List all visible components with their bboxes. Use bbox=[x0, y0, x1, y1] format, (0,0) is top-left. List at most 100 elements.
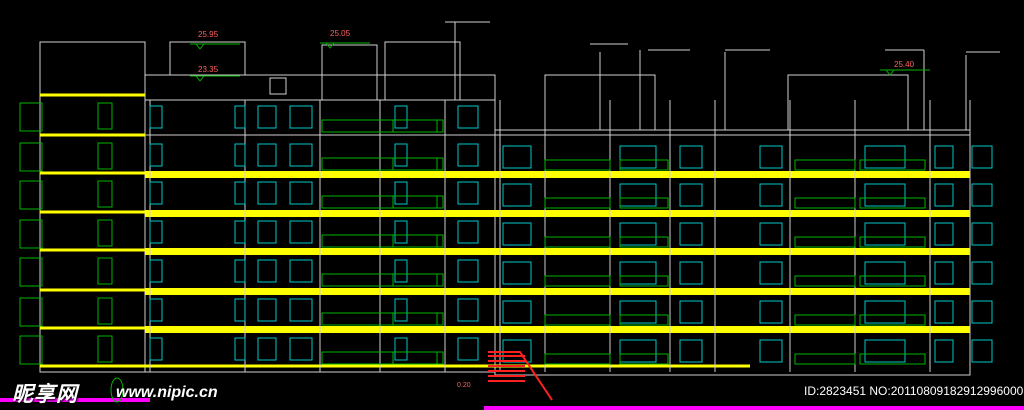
window bbox=[289, 143, 313, 167]
window bbox=[257, 298, 277, 322]
window bbox=[934, 339, 954, 363]
balcony-railing bbox=[859, 275, 926, 287]
window bbox=[971, 339, 993, 363]
balcony-railing bbox=[392, 195, 444, 209]
stair-tower-left bbox=[169, 41, 246, 76]
balcony-railing bbox=[321, 195, 438, 209]
balcony-railing bbox=[619, 236, 669, 248]
window bbox=[149, 259, 163, 283]
watermark-id: ID:2823451 NO:20110809182912996000 bbox=[804, 384, 1024, 398]
balcony-railing bbox=[544, 236, 611, 248]
balcony-railing bbox=[544, 197, 611, 209]
window bbox=[394, 105, 408, 129]
elevation-label-roof-mid: 25.05 bbox=[330, 29, 351, 38]
window bbox=[971, 145, 993, 169]
roof-parapet bbox=[144, 74, 496, 101]
balcony-railing bbox=[321, 234, 438, 248]
window bbox=[394, 220, 408, 244]
window bbox=[619, 339, 657, 363]
window bbox=[679, 339, 703, 363]
balcony-railing bbox=[544, 159, 611, 171]
watermark-url: www.nipic.cn bbox=[116, 384, 218, 401]
balcony-railing bbox=[619, 197, 669, 209]
window bbox=[934, 300, 954, 324]
balcony-railing bbox=[859, 236, 926, 248]
window bbox=[759, 222, 783, 246]
window bbox=[457, 143, 479, 167]
balcony-railing bbox=[794, 275, 856, 287]
balcony-railing bbox=[859, 159, 926, 171]
balcony-railing bbox=[794, 197, 856, 209]
left-window bbox=[97, 257, 113, 285]
window bbox=[234, 337, 246, 361]
balcony-railing bbox=[859, 197, 926, 209]
window bbox=[864, 145, 906, 169]
window bbox=[864, 222, 906, 246]
window bbox=[234, 220, 246, 244]
window bbox=[864, 300, 906, 324]
window bbox=[864, 261, 906, 285]
elevation-triangle-icon bbox=[195, 43, 205, 50]
window bbox=[502, 261, 532, 285]
balcony-railing bbox=[619, 314, 669, 326]
window bbox=[394, 259, 408, 283]
window bbox=[289, 220, 313, 244]
window bbox=[502, 183, 532, 207]
window bbox=[619, 145, 657, 169]
left-window bbox=[97, 219, 113, 247]
floor-slab-band bbox=[145, 248, 970, 255]
balcony-railing bbox=[544, 353, 611, 365]
window bbox=[679, 222, 703, 246]
window bbox=[619, 261, 657, 285]
elevation-label-ground: 0.20 bbox=[457, 382, 471, 389]
balcony-railing bbox=[321, 312, 438, 326]
left-balcony bbox=[19, 142, 43, 172]
balcony-railing bbox=[619, 275, 669, 287]
left-window bbox=[97, 297, 113, 325]
window bbox=[289, 259, 313, 283]
window bbox=[149, 105, 163, 129]
window bbox=[394, 298, 408, 322]
balcony-railing bbox=[392, 273, 444, 287]
balcony-railing bbox=[544, 275, 611, 287]
window bbox=[149, 337, 163, 361]
balcony-railing bbox=[321, 157, 438, 171]
window bbox=[502, 222, 532, 246]
window bbox=[971, 300, 993, 324]
balcony-railing bbox=[321, 351, 438, 365]
left-section-outline bbox=[39, 41, 146, 373]
window bbox=[679, 300, 703, 324]
elevation-triangle-icon bbox=[885, 69, 895, 76]
elevation-label-roof-right: 25.40 bbox=[894, 60, 915, 69]
elevation-triangle-icon bbox=[325, 42, 335, 49]
window bbox=[234, 143, 246, 167]
window bbox=[457, 259, 479, 283]
balcony-railing bbox=[794, 314, 856, 326]
window bbox=[149, 298, 163, 322]
window bbox=[257, 181, 277, 205]
window bbox=[289, 337, 313, 361]
balcony-railing bbox=[619, 353, 669, 365]
floor-slab-band bbox=[145, 288, 970, 295]
window bbox=[257, 337, 277, 361]
window bbox=[234, 298, 246, 322]
left-balcony bbox=[19, 335, 43, 365]
window bbox=[971, 183, 993, 207]
roof-room-mid-right bbox=[384, 41, 461, 101]
left-window bbox=[97, 142, 113, 170]
left-balcony bbox=[19, 102, 43, 132]
window bbox=[257, 220, 277, 244]
window bbox=[864, 339, 906, 363]
elevation-triangle-icon bbox=[195, 75, 205, 82]
window bbox=[759, 261, 783, 285]
floor-slab-band bbox=[145, 326, 970, 333]
window bbox=[289, 181, 313, 205]
window bbox=[457, 181, 479, 205]
balcony-railing bbox=[619, 159, 669, 171]
roof-room-right-2 bbox=[787, 74, 909, 131]
balcony-railing bbox=[794, 353, 856, 365]
window bbox=[394, 143, 408, 167]
roof-room-mid bbox=[321, 44, 378, 101]
balcony-railing bbox=[794, 159, 856, 171]
